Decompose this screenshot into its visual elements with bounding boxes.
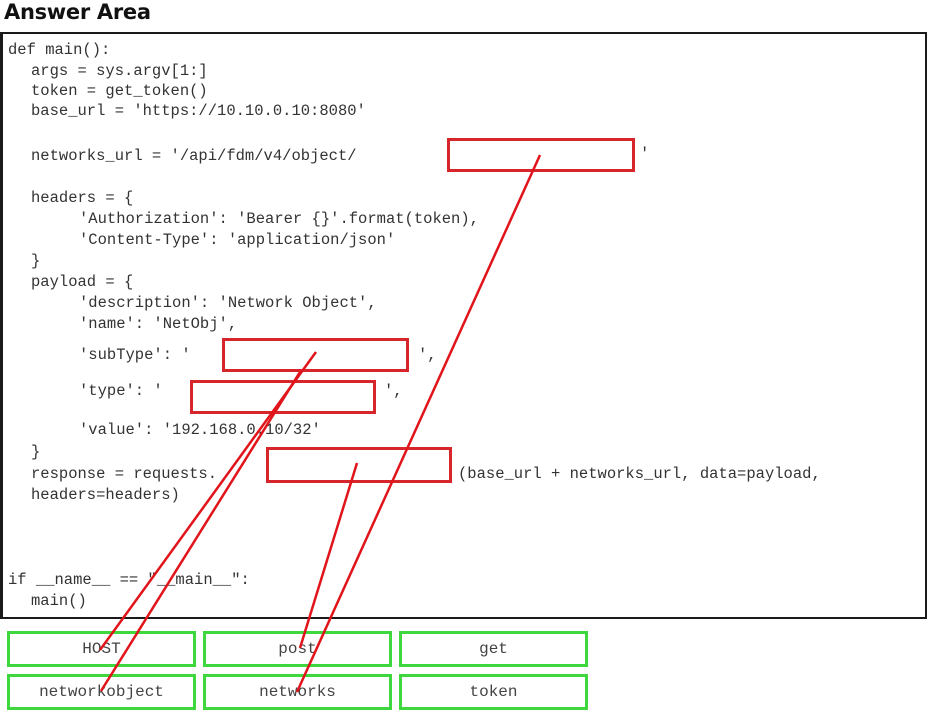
option-post[interactable]: post (203, 631, 392, 667)
code-line-base-url: base_url = 'https://10.10.0.10:8080' (31, 102, 366, 120)
option-get[interactable]: get (399, 631, 588, 667)
option-token[interactable]: token (399, 674, 588, 710)
code-line-networks-url: networks_url = '/api/fdm/v4/object/ (31, 147, 357, 165)
networks-url-drop-slot[interactable] (447, 138, 635, 172)
code-line-type: 'type': ' (79, 382, 163, 400)
answer-area-title: Answer Area (4, 0, 151, 24)
code-line-name: 'name': 'NetObj', (79, 315, 238, 333)
code-line-args: args = sys.argv[1:] (31, 62, 208, 80)
code-line-def: def main(): (8, 41, 111, 59)
code-line-content-type: 'Content-Type': 'application/json' (79, 231, 396, 249)
code-line-response-args: (base_url + networks_url, data=payload, (458, 465, 821, 483)
code-line-headers: headers = { (31, 189, 134, 207)
code-line-headers-arg: headers=headers) (31, 486, 180, 504)
code-line-authorization: 'Authorization': 'Bearer {}'.format(toke… (79, 210, 479, 228)
code-line-value: 'value': '192.168.0.10/32' (79, 421, 321, 439)
code-line-main-call: main() (31, 592, 87, 610)
option-networks[interactable]: networks (203, 674, 392, 710)
option-host[interactable]: HOST (7, 631, 196, 667)
code-networks-quote: ' (640, 145, 650, 163)
code-line-subtype: 'subType': ' (79, 346, 191, 364)
code-subtype-close: ', (418, 346, 437, 364)
request-method-drop-slot[interactable] (266, 447, 452, 483)
code-line-close-payload: } (31, 443, 41, 461)
code-line-description: 'description': 'Network Object', (79, 294, 377, 312)
code-line-close-headers: } (31, 252, 41, 270)
code-type-close: ', (384, 382, 403, 400)
subtype-drop-slot[interactable] (222, 338, 409, 372)
option-networkobject[interactable]: networkobject (7, 674, 196, 710)
code-line-token: token = get_token() (31, 82, 208, 100)
type-drop-slot[interactable] (190, 380, 376, 414)
code-line-payload: payload = { (31, 273, 134, 291)
code-line-response: response = requests. (31, 465, 218, 483)
code-line-if-main: if __name__ == "__main__": (8, 571, 250, 589)
